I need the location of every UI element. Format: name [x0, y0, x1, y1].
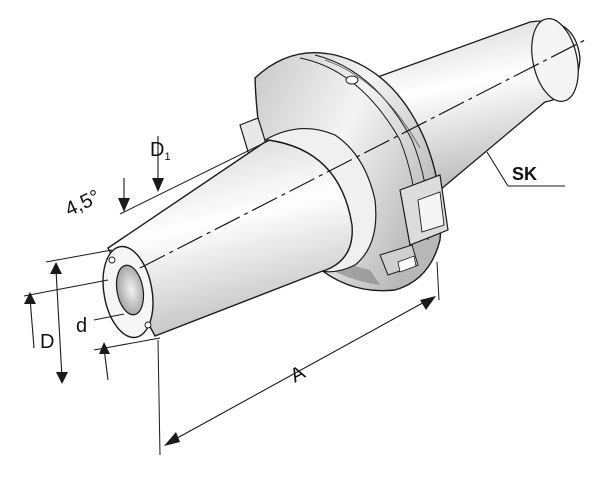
label-d1: D1 — [150, 139, 171, 163]
dimension-angle — [118, 139, 271, 215]
nose-taper — [102, 139, 353, 339]
label-D: D — [40, 331, 54, 353]
dimension-d-and-D — [23, 249, 161, 384]
dimension-A — [157, 261, 440, 456]
label-sk: SK — [512, 164, 537, 184]
label-A: A — [287, 361, 310, 387]
dimension-d1 — [152, 136, 164, 192]
label-angle: 4,5° — [62, 186, 104, 221]
label-d: d — [76, 315, 87, 337]
sk-leader — [486, 151, 565, 187]
